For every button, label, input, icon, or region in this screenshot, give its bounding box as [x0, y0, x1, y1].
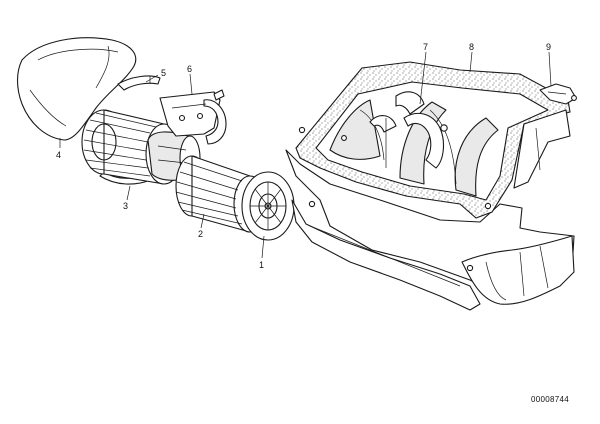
callout-1: 1 — [259, 260, 264, 270]
document-number: 00008744 — [531, 395, 569, 404]
callout-6: 6 — [187, 64, 192, 74]
leader-lines — [59, 51, 552, 259]
callout-9: 9 — [546, 42, 551, 52]
callout-3: 3 — [123, 201, 128, 211]
cover-clip-bracket — [117, 75, 161, 91]
blower-cover-shell — [16, 37, 137, 141]
callout-2: 2 — [198, 229, 203, 239]
inner-retaining-bracket — [369, 91, 448, 169]
callout-8: 8 — [469, 42, 474, 52]
callout-5: 5 — [161, 68, 166, 78]
callout-4: 4 — [56, 150, 61, 160]
motor-mounting-bracket — [159, 89, 227, 145]
callout-labels: 1 2 3 4 5 6 7 8 9 — [56, 42, 551, 270]
rim-clip — [539, 83, 577, 105]
callout-7: 7 — [423, 42, 428, 52]
fan-end-cap — [241, 171, 295, 241]
blower-housing — [285, 61, 575, 311]
